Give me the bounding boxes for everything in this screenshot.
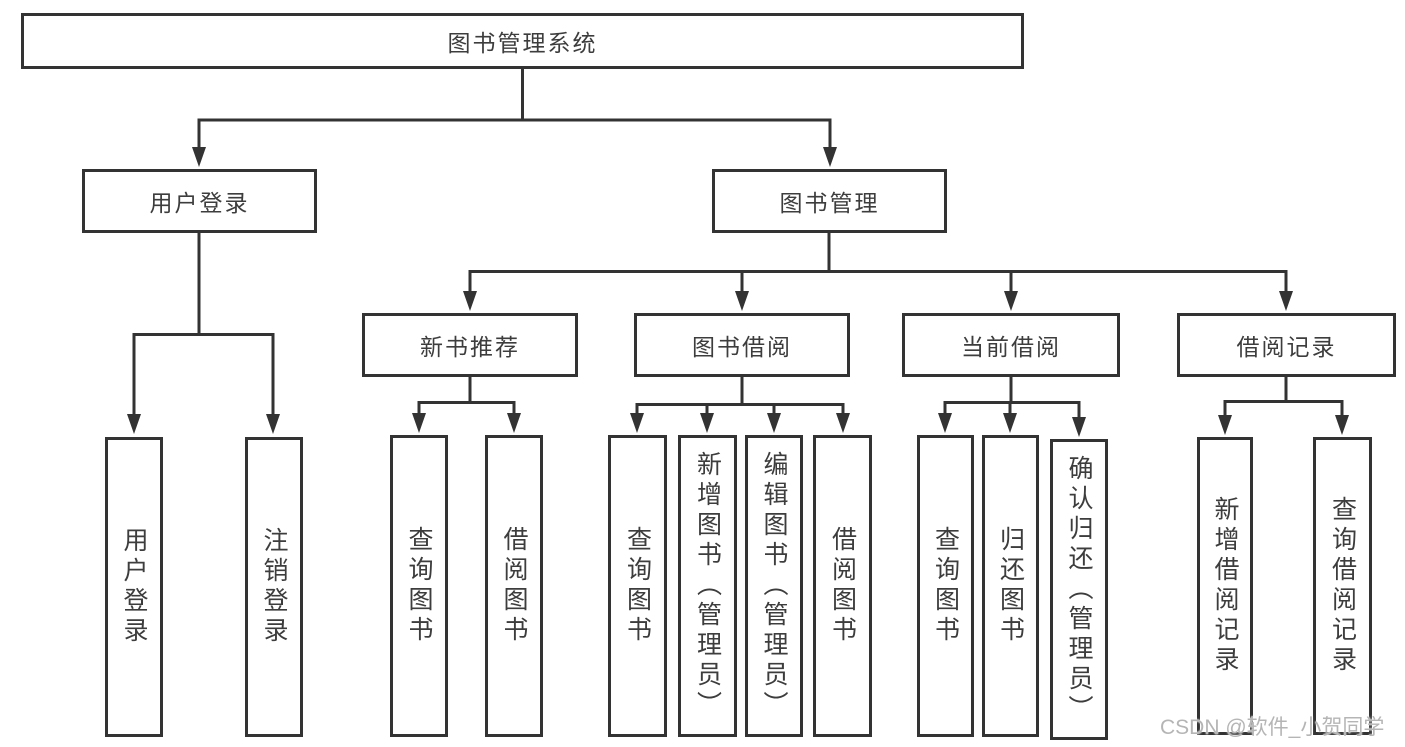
leaf-borrow-edit-books-admin: 编辑图书（管理员） <box>745 435 803 737</box>
leaf-current-return-books-label: 归还图书 <box>996 526 1025 646</box>
leaf-current-return-books: 归还图书 <box>982 435 1039 737</box>
leaf-recommend-query-books: 查询图书 <box>390 435 448 737</box>
leaf-current-query-books-label: 查询图书 <box>931 526 960 646</box>
leaf-borrow-borrow-books-label: 借阅图书 <box>828 526 857 646</box>
node-current-borrow: 当前借阅 <box>902 313 1120 377</box>
node-book-management: 图书管理 <box>712 169 947 233</box>
node-root: 图书管理系统 <box>21 13 1024 69</box>
leaf-borrow-query-books-label: 查询图书 <box>623 526 652 646</box>
node-current-borrow-label: 当前借阅 <box>961 334 1061 360</box>
node-user-login-label: 用户登录 <box>149 190 250 216</box>
node-borrow-records: 借阅记录 <box>1177 313 1396 377</box>
leaf-records-add-record: 新增借阅记录 <box>1197 437 1253 735</box>
leaf-borrow-add-books-admin: 新增图书（管理员） <box>678 435 737 737</box>
node-borrow-records-label: 借阅记录 <box>1236 334 1337 360</box>
leaf-borrow-edit-books-admin-label: 编辑图书（管理员） <box>760 451 788 721</box>
leaf-logout: 注销登录 <box>245 437 303 737</box>
csdn-watermark: CSDN @软件_小贺同学 <box>1160 716 1385 739</box>
leaf-current-confirm-return-admin-label: 确认归还（管理员） <box>1065 454 1093 725</box>
node-new-book-recommend-label: 新书推荐 <box>420 334 520 360</box>
leaf-borrow-borrow-books: 借阅图书 <box>813 435 872 737</box>
leaf-records-query-record: 查询借阅记录 <box>1313 437 1372 735</box>
leaf-borrow-add-books-admin-label: 新增图书（管理员） <box>693 451 722 721</box>
leaf-user-login: 用户登录 <box>105 437 163 737</box>
leaf-user-login-label: 用户登录 <box>120 527 148 647</box>
leaf-recommend-query-books-label: 查询图书 <box>405 526 433 646</box>
node-user-login: 用户登录 <box>82 169 317 233</box>
leaf-records-query-record-label: 查询借阅记录 <box>1328 496 1357 676</box>
leaf-recommend-borrow-books-label: 借阅图书 <box>500 526 528 646</box>
leaf-recommend-borrow-books: 借阅图书 <box>485 435 543 737</box>
node-book-management-label: 图书管理 <box>779 190 880 216</box>
leaf-current-confirm-return-admin: 确认归还（管理员） <box>1050 439 1108 740</box>
node-book-borrow: 图书借阅 <box>634 313 850 377</box>
leaf-logout-label: 注销登录 <box>260 527 288 647</box>
node-book-borrow-label: 图书借阅 <box>692 334 792 360</box>
node-new-book-recommend: 新书推荐 <box>362 313 578 377</box>
leaf-current-query-books: 查询图书 <box>917 435 974 737</box>
leaf-borrow-query-books: 查询图书 <box>608 435 667 737</box>
node-root-label: 图书管理系统 <box>447 30 598 56</box>
leaf-records-add-record-label: 新增借阅记录 <box>1211 496 1239 676</box>
